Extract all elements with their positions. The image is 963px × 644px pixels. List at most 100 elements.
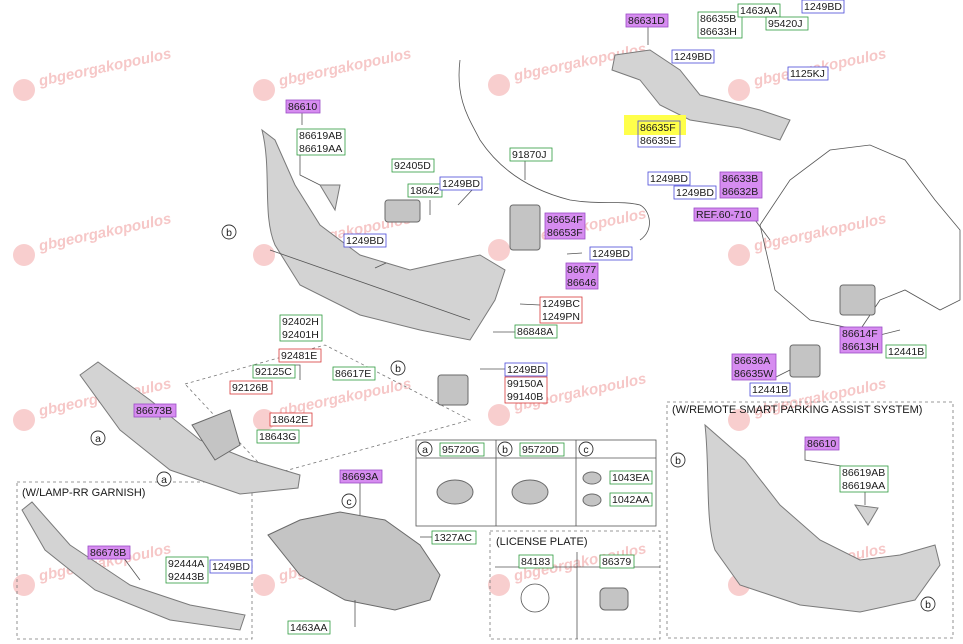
body-quarter-panel (759, 144, 961, 331)
svg-text:86653F: 86653F (547, 227, 583, 239)
label-1249BD-tr: 1249BD (801, 0, 845, 14)
callout-b: b (925, 599, 931, 611)
wiring-harness (458, 59, 650, 241)
svg-text:1249BC: 1249BC (542, 298, 580, 310)
label-95720D: 95720D (519, 442, 565, 457)
svg-text:86635B: 86635B (700, 13, 736, 25)
side-bracket (509, 204, 541, 251)
svg-text:1249BD: 1249BD (650, 173, 688, 185)
clip-1043ea (582, 471, 602, 485)
svg-text:99140B: 99140B (507, 391, 543, 403)
svg-text:1043EA: 1043EA (612, 472, 649, 484)
svg-text:86678B: 86678B (90, 547, 126, 559)
svg-text:86635F: 86635F (640, 122, 676, 134)
label-1327AC: 1327AC (431, 530, 477, 545)
label-92125C: 92125C (252, 364, 296, 379)
svg-text:86633H: 86633H (700, 26, 737, 38)
label-1463AA-bot: 1463AA (287, 620, 331, 635)
label-92126B: 92126B (229, 380, 273, 395)
bracket-99150 (437, 374, 469, 406)
svg-text:1249BD: 1249BD (346, 235, 384, 247)
svg-text:1249BD: 1249BD (592, 248, 630, 260)
svg-text:86613H: 86613H (842, 341, 879, 353)
caption-remote-parking: (W/REMOTE SMART PARKING ASSIST SYSTEM) (672, 404, 922, 416)
watermark-text: gbgeorgakopoulos (36, 210, 173, 255)
svg-text:92126B: 92126B (232, 382, 268, 394)
svg-text:86632B: 86632B (722, 186, 758, 198)
svg-text:1249BD: 1249BD (676, 187, 714, 199)
license-plate-box (489, 530, 661, 640)
label-86610-remote: 86610 (804, 436, 840, 451)
svg-text:86610: 86610 (288, 101, 317, 113)
label-92405D: 92405D (391, 158, 435, 173)
label-1043EA: 1043EA (609, 470, 653, 485)
label-86693A: 86693A (339, 469, 383, 484)
svg-text:86693A: 86693A (342, 471, 378, 483)
plate-lamp (599, 587, 629, 611)
reflector-cover (191, 409, 241, 461)
svg-text:1463AA: 1463AA (740, 5, 777, 17)
label-1125KJ: 1125KJ (787, 66, 829, 81)
svg-text:86654F: 86654F (547, 214, 583, 226)
svg-text:1249BD: 1249BD (442, 178, 480, 190)
label-1042AA: 1042AA (609, 492, 653, 507)
bracket-86614 (839, 284, 876, 316)
svg-text:92444A: 92444A (168, 558, 204, 570)
svg-text:86677: 86677 (567, 264, 596, 276)
label-1249BD-l: 1249BD (343, 233, 387, 248)
rear-bumper-remote (704, 423, 941, 613)
rear-bumper-cover (261, 128, 506, 341)
remote-parking-box (666, 401, 954, 639)
svg-text:86848A: 86848A (517, 326, 553, 338)
label-86848A: 86848A (514, 324, 558, 339)
watermark-text: gbgeorgakopoulos (751, 210, 888, 255)
svg-text:1249PN: 1249PN (542, 311, 580, 323)
label-18642E: 18642E (269, 412, 313, 427)
svg-text:91870J: 91870J (512, 149, 546, 161)
upper-bumper-rail (611, 49, 791, 141)
label-95720G: 95720G (439, 442, 485, 457)
label-1249BD-m1: 1249BD (647, 171, 691, 186)
svg-text:86646: 86646 (567, 277, 596, 289)
svg-text:95420J: 95420J (768, 18, 802, 30)
label-18643G: 18643G (256, 429, 300, 444)
label-86678B: 86678B (87, 545, 131, 560)
parking-sensor-a (436, 479, 474, 505)
svg-text:86619AA: 86619AA (842, 480, 885, 492)
svg-text:84183: 84183 (521, 556, 550, 568)
label-1249BD-r: 1249BD (589, 246, 633, 261)
svg-text:92405D: 92405D (394, 160, 431, 172)
svg-text:92481E: 92481E (281, 350, 317, 362)
svg-text:92125C: 92125C (255, 366, 292, 378)
label-86610: 86610 (285, 99, 321, 114)
svg-text:1249BD: 1249BD (804, 1, 842, 13)
reflector-86619 (319, 184, 341, 212)
callout-b: b (395, 363, 401, 375)
svg-text:86673B: 86673B (136, 405, 172, 417)
svg-text:18642E: 18642E (272, 414, 308, 426)
svg-text:1042AA: 1042AA (612, 494, 649, 506)
svg-text:REF.60-710: REF.60-710 (696, 209, 752, 221)
svg-text:86633B: 86633B (722, 173, 758, 185)
svg-text:86635E: 86635E (640, 135, 676, 147)
svg-text:86617E: 86617E (335, 368, 371, 380)
bracket-86636 (789, 344, 821, 378)
svg-text:12441B: 12441B (888, 346, 924, 358)
svg-text:86614F: 86614F (842, 328, 878, 340)
label-91870J: 91870J (509, 147, 553, 162)
caption-license-plate: (LICENSE PLATE) (496, 536, 588, 548)
callout-c: c (583, 444, 588, 456)
caption-lamp-garnish: (W/LAMP-RR GARNISH) (22, 487, 145, 499)
svg-text:1249BD: 1249BD (507, 364, 545, 376)
label-1249BD-g: 1249BD (209, 559, 253, 574)
svg-text:86619AB: 86619AB (299, 130, 342, 142)
component-table (415, 439, 657, 527)
